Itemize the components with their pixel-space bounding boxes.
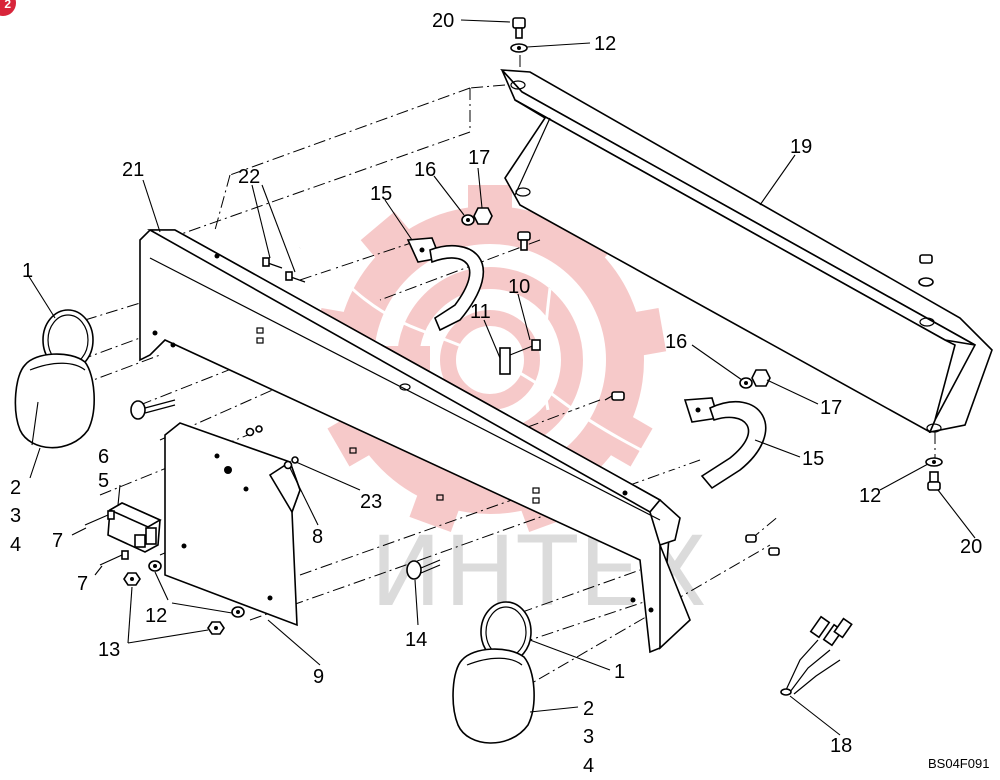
callout-15-left: 15: [370, 183, 392, 205]
callout-16-left: 16: [414, 159, 436, 181]
callout-4-bottom: 4: [583, 755, 594, 777]
callout-12-right: 12: [859, 485, 881, 507]
callout-11: 11: [470, 301, 491, 323]
callout-6: 6: [98, 446, 109, 468]
bolts-8-23: [245, 391, 780, 556]
callout-23: 23: [360, 491, 382, 513]
bolt-20-right: [925, 457, 943, 491]
screws-7: [84, 510, 129, 566]
part-18-wiring-harness: [299, 245, 853, 696]
part-19-upper-channel: [500, 69, 993, 434]
callout-10: 10: [508, 276, 530, 298]
page-badge: 2: [0, 0, 16, 16]
callout-15-right: 15: [802, 448, 824, 470]
part-15-strap-right: [683, 397, 767, 490]
part-11-cable-clamp: [499, 339, 541, 375]
callout-12-left: 12: [145, 605, 167, 627]
callout-13: 13: [98, 639, 120, 661]
studs-22: [262, 257, 306, 283]
washer-16-nut-17-left: [461, 207, 493, 226]
callout-labels: 20 12 19 21 22 17 16 15 1 10 11 16 17 15…: [10, 10, 989, 777]
part-15-strap-left: [406, 237, 485, 332]
callout-14: 14: [405, 629, 427, 651]
callout-9: 9: [313, 666, 324, 688]
lamp-assembly-left: [14, 309, 95, 449]
callout-1-bottom: 1: [614, 661, 625, 683]
callout-21: 21: [122, 159, 144, 181]
callout-7-a: 7: [52, 530, 63, 552]
callout-3-top: 3: [10, 505, 21, 527]
callout-5: 5: [98, 470, 109, 492]
part-21-main-panel: [139, 229, 691, 654]
callout-2-bottom: 2: [583, 698, 594, 720]
callout-22: 22: [238, 166, 260, 188]
bolt-20-top: [510, 17, 528, 53]
callout-7-b: 7: [77, 573, 88, 595]
callout-20-top: 20: [432, 10, 454, 32]
callout-1-top: 1: [22, 260, 33, 282]
callout-2-top: 2: [10, 477, 21, 499]
part-9-mounting-plate: [164, 422, 357, 627]
callout-12-top: 12: [594, 33, 616, 55]
leader-lines: [27, 19, 976, 736]
bolt-upper-channel: [517, 231, 934, 287]
part-5-relay-box: [107, 502, 162, 553]
callout-17-left: 17: [468, 147, 490, 169]
carriage-bolts-14: [130, 399, 441, 580]
callout-3-bottom: 3: [583, 726, 594, 748]
drawing-code: BS04F091: [928, 756, 989, 771]
callout-18: 18: [830, 735, 852, 757]
callout-20-right: 20: [960, 536, 982, 558]
callout-17-right: 17: [820, 397, 842, 419]
nuts-13-washers-12: [123, 560, 245, 635]
callout-16-right: 16: [665, 331, 687, 353]
washer-16-nut-17-right: [739, 369, 771, 389]
callout-19: 19: [790, 136, 812, 158]
lamp-assembly-bottom: [452, 601, 535, 744]
callout-8: 8: [312, 526, 323, 548]
callout-4-top: 4: [10, 534, 21, 556]
